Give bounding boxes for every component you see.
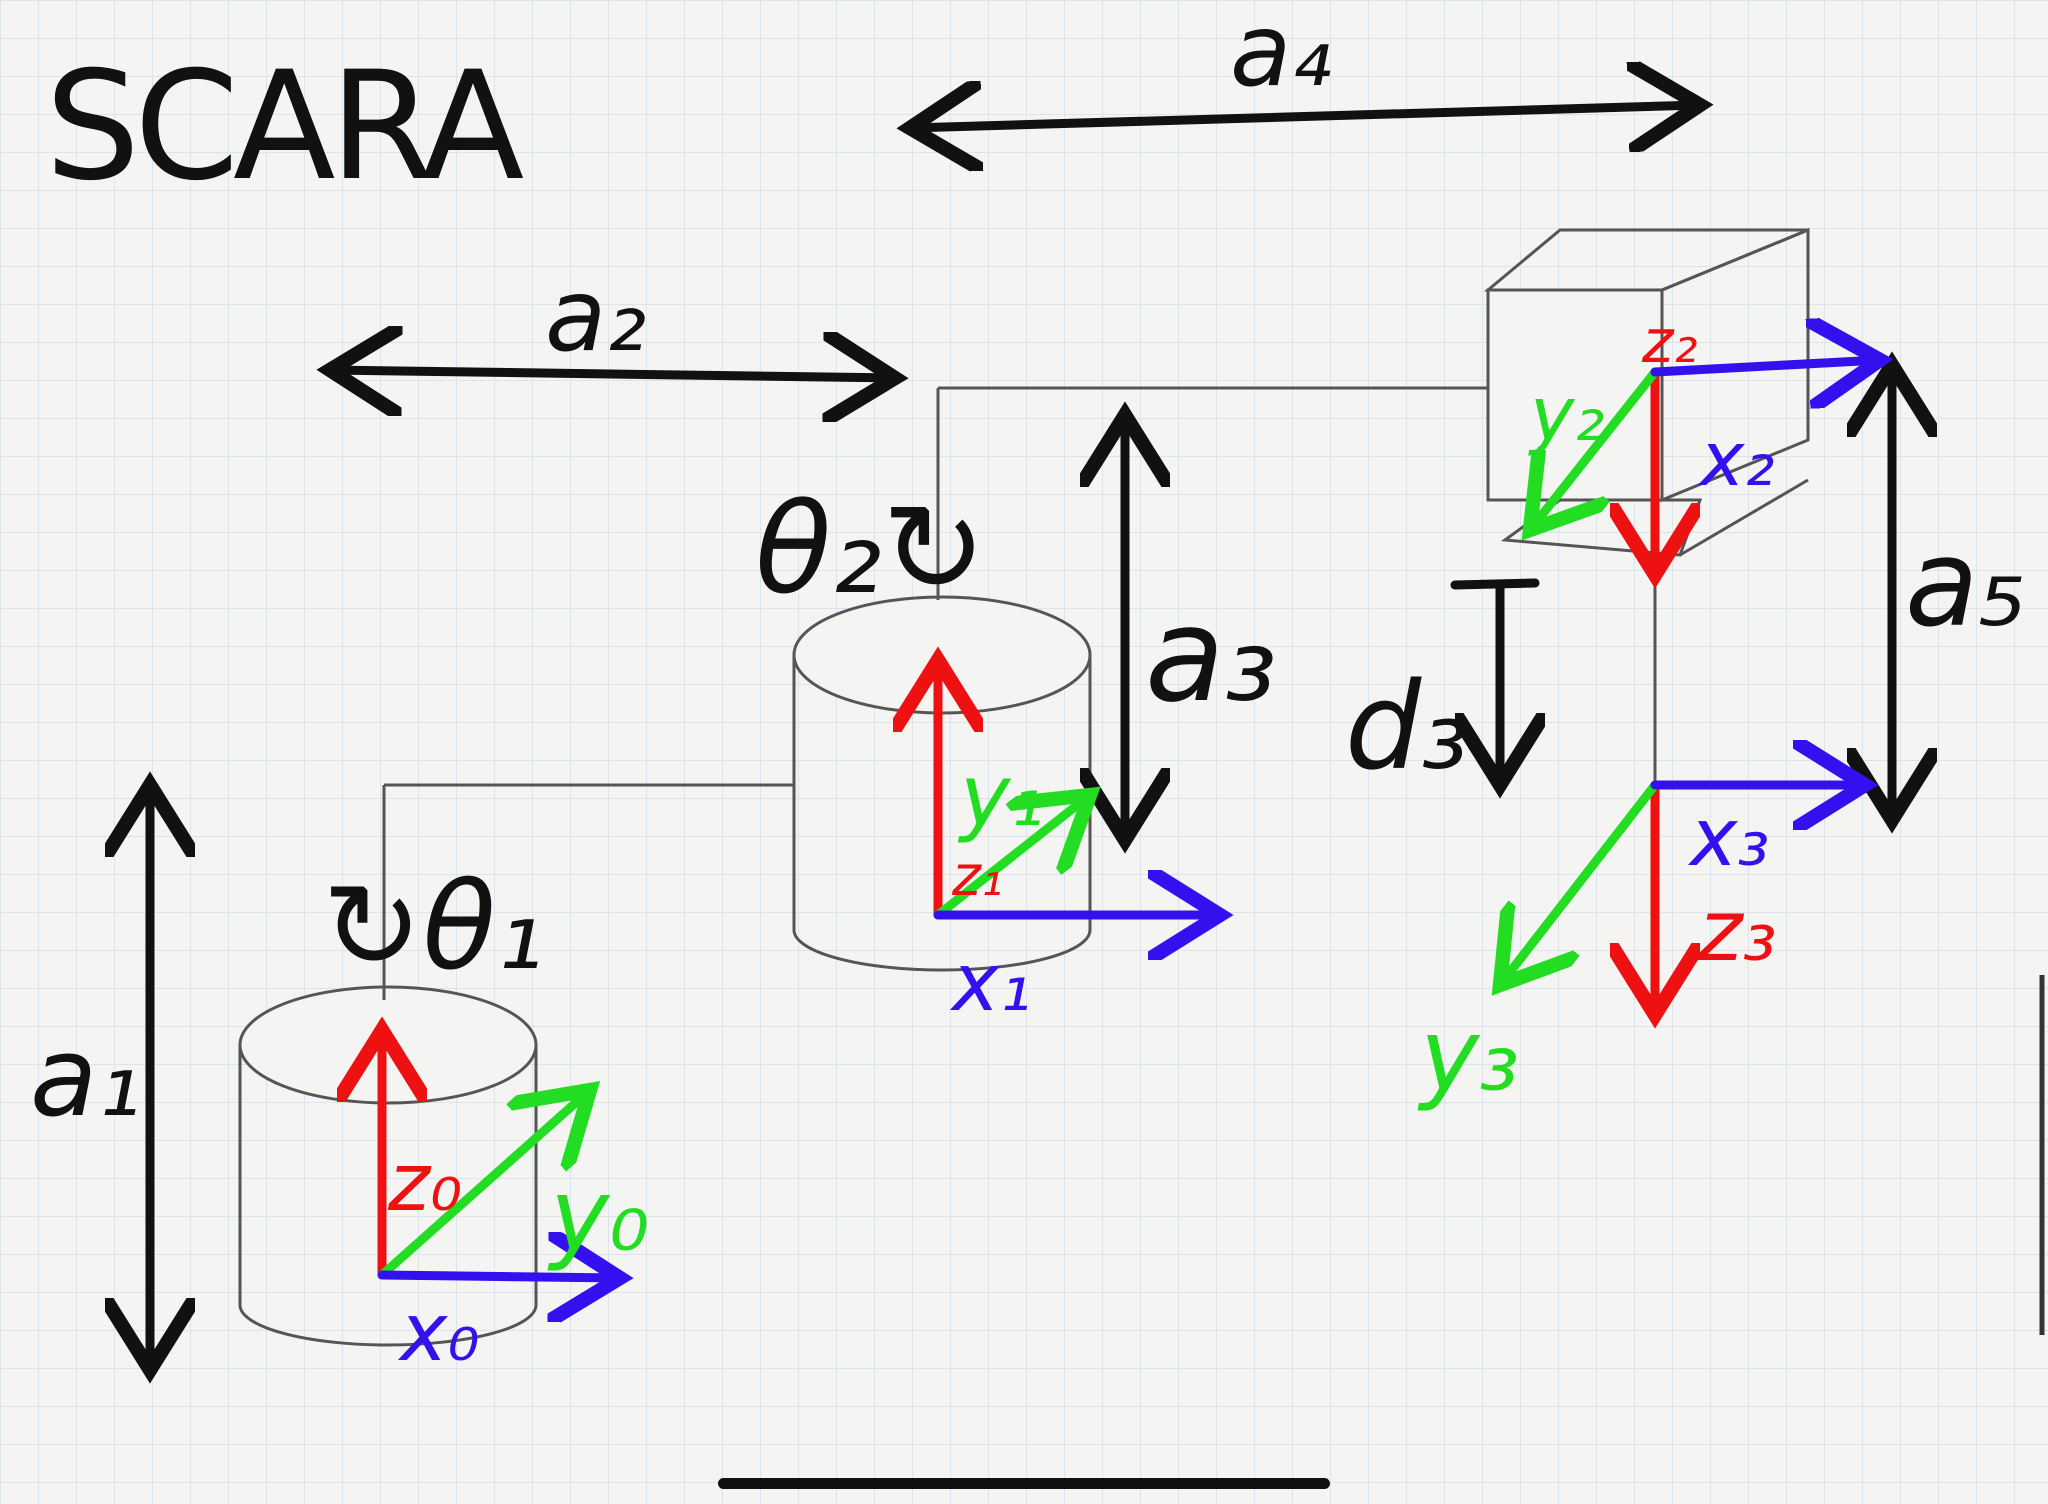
z2-label: z₂: [1641, 307, 1698, 377]
a1-label: a₁: [30, 1013, 142, 1141]
a4-double-arrow-icon: [910, 105, 1700, 128]
a3-label: a₃: [1145, 579, 1277, 731]
frame-1: [938, 660, 1220, 915]
theta2-label: θ₂↻: [755, 477, 986, 622]
a2-double-arrow-icon: [330, 370, 895, 378]
a4-label: a₄: [1230, 0, 1331, 109]
x1-label: x₁: [949, 936, 1031, 1029]
home-indicator[interactable]: [718, 1478, 1330, 1489]
x0-axis-arrow: [377, 1275, 620, 1278]
link-1: [382, 783, 795, 1000]
x0-label: x₀: [397, 1286, 479, 1379]
x2-axis-arrow: [1650, 360, 1880, 372]
y1-label: y₁: [957, 747, 1044, 846]
z3-label: z₃: [1697, 882, 1777, 981]
y0-label: y₀: [547, 1157, 649, 1274]
y1-axis-arrow: [933, 795, 1090, 920]
y3-label: y₃: [1417, 997, 1519, 1114]
diagram-title: SCARA: [45, 40, 524, 214]
theta1-label: ↻θ₁: [322, 858, 544, 997]
x3-label: x₃: [1687, 791, 1769, 884]
z0-label: z₀: [387, 1136, 462, 1229]
a2-label: a₂: [545, 257, 646, 374]
y3-axis-arrow: [1500, 780, 1660, 985]
y2-axis-arrow: [1530, 367, 1660, 530]
frame-2: [1530, 360, 1880, 575]
d3-label: d₃: [1345, 658, 1469, 797]
z1-label: z₁: [951, 844, 1003, 908]
y2-label: y₂: [1528, 370, 1604, 458]
frame-3: [1500, 785, 1865, 1015]
frame-0: [382, 1030, 620, 1278]
d3-arrow-icon: [1450, 578, 1535, 785]
a5-label: a₅: [1905, 515, 2027, 654]
link-2: [936, 386, 1488, 600]
y0-axis-arrow: [377, 1090, 590, 1280]
x2-label: x₂: [1698, 415, 1774, 503]
